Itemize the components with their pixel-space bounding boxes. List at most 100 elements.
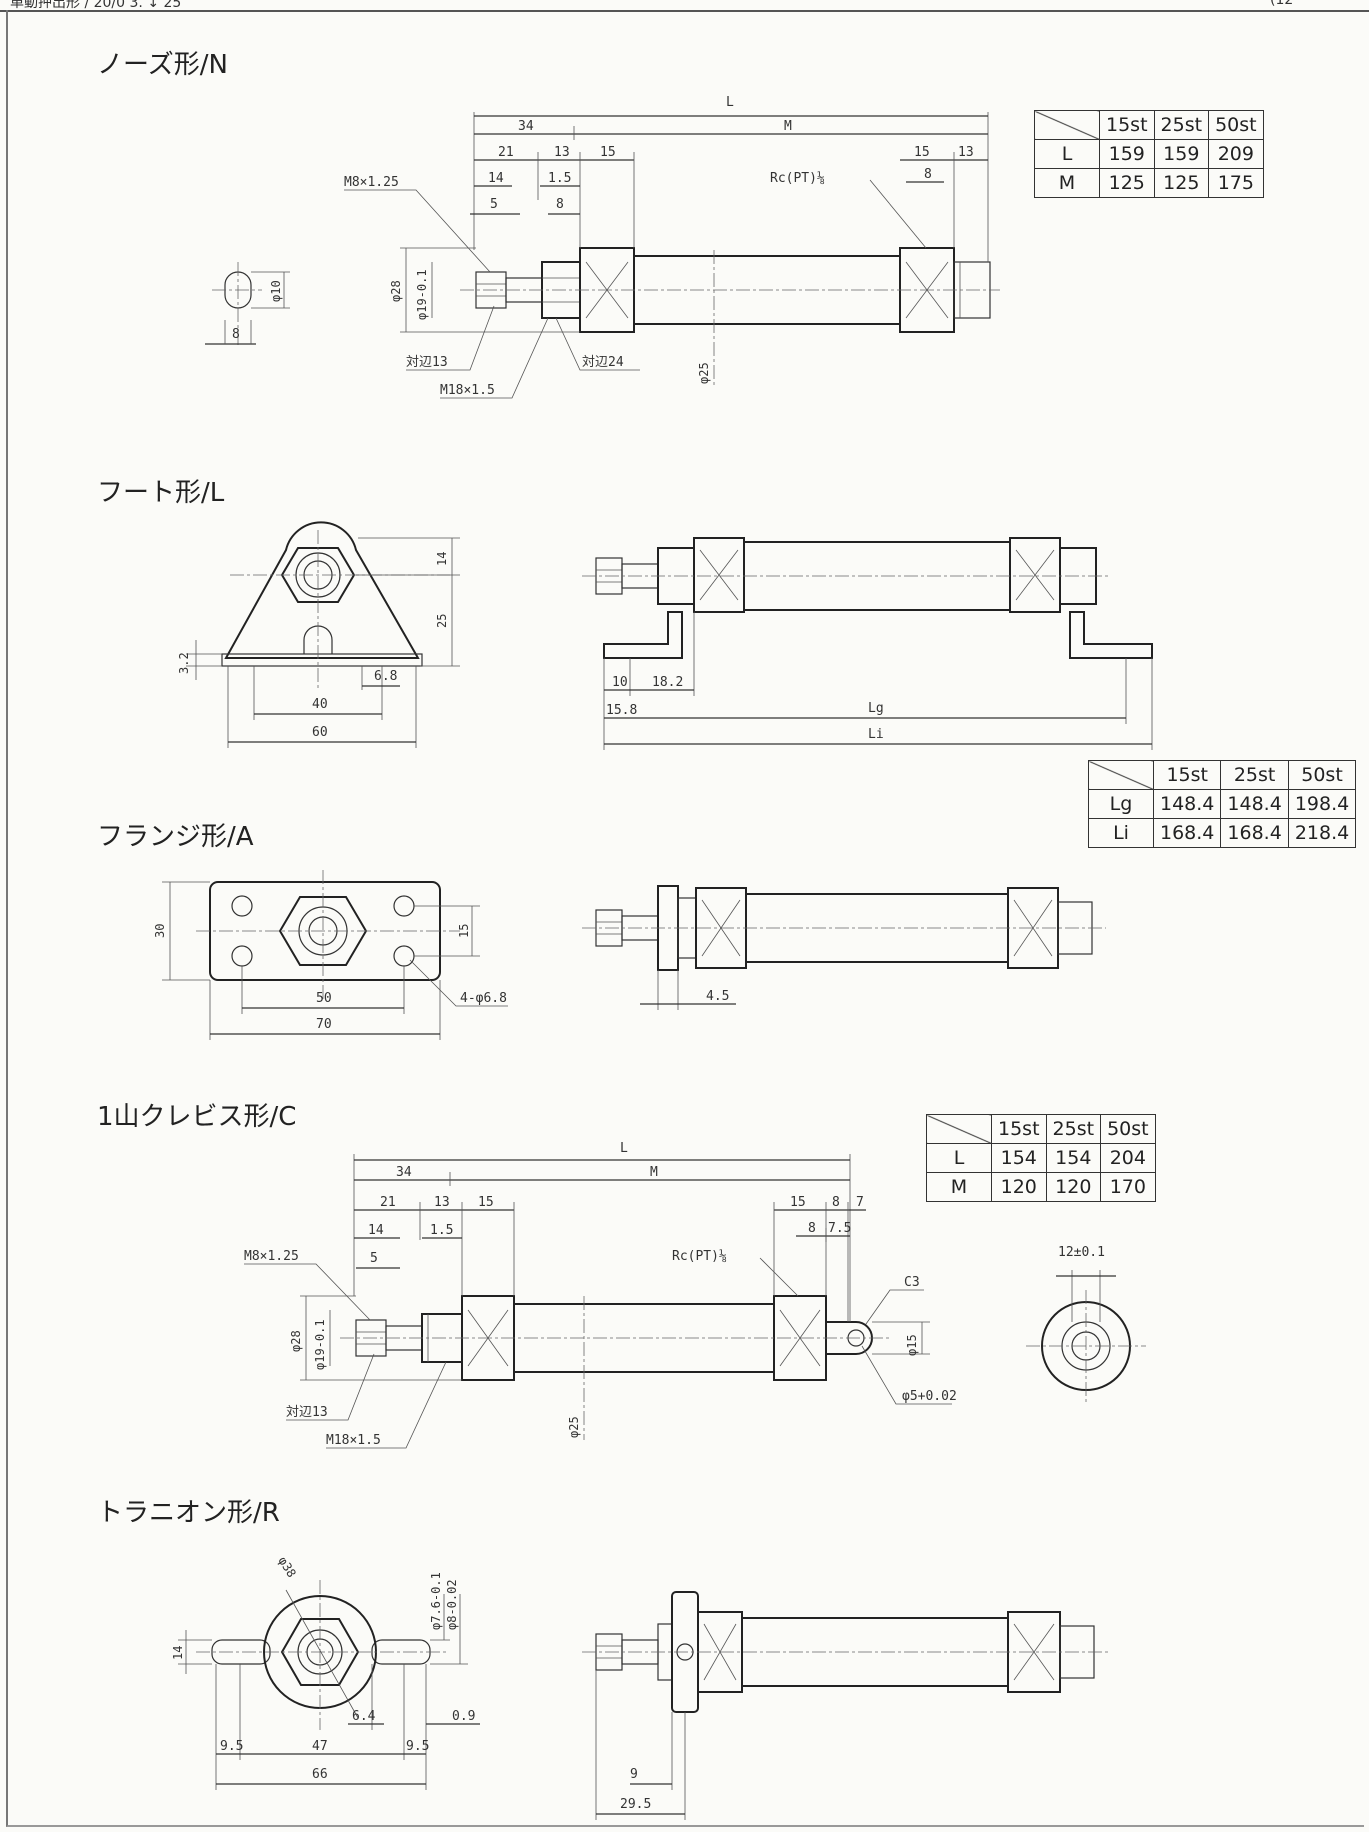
dim-clevis-phi25: φ25 bbox=[567, 1416, 581, 1438]
dim-trun-9_5a: 9.5 bbox=[220, 1739, 243, 1754]
dim-34: 34 bbox=[518, 119, 534, 134]
dim-21: 21 bbox=[498, 145, 514, 160]
dim-8: 8 bbox=[556, 197, 564, 212]
drawing-foot: 14 25 3.2 6.8 40 60 bbox=[177, 521, 1153, 750]
dim-Lg: Lg bbox=[868, 701, 884, 716]
table-header-row: 15st 25st 50st bbox=[1034, 110, 1264, 140]
table-cell: 170 bbox=[1100, 1172, 1156, 1202]
dim-L: L bbox=[726, 95, 734, 110]
dim-1_5: 1.5 bbox=[548, 171, 571, 186]
dim-clevis-21: 21 bbox=[380, 1195, 396, 1210]
table-cell: 154 bbox=[991, 1143, 1047, 1173]
dim-clevis-1_5: 1.5 bbox=[430, 1223, 453, 1238]
table-cell: 148.4 bbox=[1152, 789, 1222, 819]
dim-clevis-34: 34 bbox=[396, 1165, 412, 1180]
dim-clevis-13: 13 bbox=[434, 1195, 450, 1210]
dim-5: 5 bbox=[490, 197, 498, 212]
table-cell: 175 bbox=[1208, 168, 1264, 198]
dim-trun-29_5: 29.5 bbox=[620, 1797, 651, 1812]
dim-foot-60: 60 bbox=[312, 725, 328, 740]
table-col-header: 50st bbox=[1100, 1114, 1156, 1144]
label-flange-holes: 4-φ6.8 bbox=[460, 991, 507, 1006]
dim-r8: 8 bbox=[924, 167, 932, 182]
table-corner bbox=[1088, 760, 1154, 790]
label-clevis-m8: M8×1.25 bbox=[244, 1249, 299, 1264]
section-title-clevis: 1山クレビス形/C bbox=[97, 1102, 297, 1132]
page-header: 単動押出形 / 20/0 3. ↓ 25 (12 bbox=[0, 0, 1369, 12]
dim-trun-47: 47 bbox=[312, 1739, 328, 1754]
table-cell: 168.4 bbox=[1220, 818, 1289, 848]
dim-clevis-w12: 12±0.1 bbox=[1058, 1245, 1105, 1260]
dim-clevis-phi28: φ28 bbox=[289, 1330, 303, 1352]
table-row: L 159 159 209 bbox=[1034, 139, 1264, 169]
dim-trun-phi8: φ8-0.02 bbox=[445, 1579, 459, 1630]
drawing-trunnion: φ38 14 φ7.6-0.1 φ8-0.02 6.4 0.9 9.5 47 9 bbox=[171, 1554, 1108, 1820]
dim-clevis-r7: 7 bbox=[856, 1195, 864, 1210]
table-col-header: 25st bbox=[1220, 760, 1289, 790]
dim-trun-6_4: 6.4 bbox=[352, 1709, 376, 1724]
flange-end-view: 30 15 50 70 4-φ6.8 bbox=[153, 870, 508, 1040]
label-clevis-c3: C3 bbox=[904, 1275, 920, 1290]
dim-foot-15_8: 15.8 bbox=[606, 703, 637, 718]
dim-M: M bbox=[784, 119, 792, 134]
dim-foot-14: 14 bbox=[435, 552, 449, 566]
dim-phi28: φ28 bbox=[389, 280, 403, 302]
table-col-header: 15st bbox=[991, 1114, 1047, 1144]
table-row-label: M bbox=[926, 1172, 992, 1202]
dim-foot-18_2: 18.2 bbox=[652, 675, 683, 690]
label-clevis-taihen13: 対辺13 bbox=[286, 1405, 328, 1420]
section-title-foot: フート形/L bbox=[97, 478, 225, 508]
dim-clevis-14: 14 bbox=[368, 1223, 384, 1238]
dim-clevis-r15: 15 bbox=[790, 1195, 806, 1210]
nose-cylinder bbox=[460, 247, 1000, 385]
table-cell: 168.4 bbox=[1152, 818, 1222, 848]
dim-side8: 8 bbox=[232, 327, 240, 342]
dim-foot-25: 25 bbox=[435, 614, 449, 628]
dim-clevis-r8b: 8 bbox=[808, 1221, 816, 1236]
dim-flange-15: 15 bbox=[457, 924, 471, 938]
table-corner bbox=[1034, 110, 1100, 140]
label-rc: Rc(PT)⅛ bbox=[770, 171, 825, 186]
dim-Li: Li bbox=[868, 727, 884, 742]
dim-clevis-r8: 8 bbox=[832, 1195, 840, 1210]
dim-trun-9_5b: 9.5 bbox=[406, 1739, 429, 1754]
dim-phi25: φ25 bbox=[697, 362, 711, 384]
dim-trun-9: 9 bbox=[630, 1767, 638, 1782]
table-cell: 159 bbox=[1099, 139, 1155, 169]
clevis-cylinder bbox=[340, 1295, 890, 1440]
spec-table-clevis: 15st 25st 50st L 154 154 204 M 120 120 1… bbox=[926, 1114, 1156, 1202]
dim-phi10: φ10 bbox=[269, 280, 283, 302]
table-header-row: 15st 25st 50st bbox=[926, 1114, 1156, 1144]
flange-side-view: 4.5 bbox=[582, 885, 1106, 1010]
table-row: Lg 148.4 148.4 198.4 bbox=[1088, 789, 1357, 819]
label-m8: M8×1.25 bbox=[344, 175, 399, 190]
table-col-header: 50st bbox=[1208, 110, 1264, 140]
section-title-nose: ノーズ形/N bbox=[97, 50, 228, 80]
dim-foot-40: 40 bbox=[312, 697, 328, 712]
nose-end-view: φ10 8 bbox=[205, 262, 290, 348]
nose-dimensions: L 34 M 21 13 15 14 1.5 5 8 15 13 8 bbox=[344, 95, 989, 399]
label-taihen24: 対辺24 bbox=[582, 355, 624, 370]
dim-trun-14: 14 bbox=[171, 1646, 185, 1660]
spec-table-foot: 15st 25st 50st Lg 148.4 148.4 198.4 Li 1… bbox=[1088, 760, 1357, 848]
table-row-label: M bbox=[1034, 168, 1100, 198]
dim-clevis-phi15: φ15 bbox=[905, 1334, 919, 1356]
dim-15: 15 bbox=[600, 145, 616, 160]
dim-flange-70: 70 bbox=[316, 1017, 332, 1032]
table-col-header: 50st bbox=[1287, 760, 1357, 790]
dim-clevis-5: 5 bbox=[370, 1251, 378, 1266]
table-cell: 218.4 bbox=[1287, 818, 1357, 848]
drawing-flange: 30 15 50 70 4-φ6.8 bbox=[153, 870, 1106, 1040]
table-header-row: 15st 25st 50st bbox=[1088, 760, 1357, 790]
table-row: M 125 125 175 bbox=[1034, 168, 1264, 198]
table-cell: 125 bbox=[1153, 168, 1210, 198]
table-cell: 198.4 bbox=[1287, 789, 1357, 819]
dim-trun-phi38: φ38 bbox=[275, 1554, 298, 1580]
label-taihen13: 対辺13 bbox=[406, 355, 448, 370]
dim-trun-66: 66 bbox=[312, 1767, 328, 1782]
dim-clevis-phi19: φ19-0.1 bbox=[313, 1319, 327, 1370]
table-cell: 120 bbox=[1045, 1172, 1102, 1202]
header-right-text: (12 bbox=[1270, 0, 1294, 8]
drawing-clevis: L 34 M 21 13 15 14 1.5 5 15 8 7 bbox=[244, 1141, 1146, 1449]
